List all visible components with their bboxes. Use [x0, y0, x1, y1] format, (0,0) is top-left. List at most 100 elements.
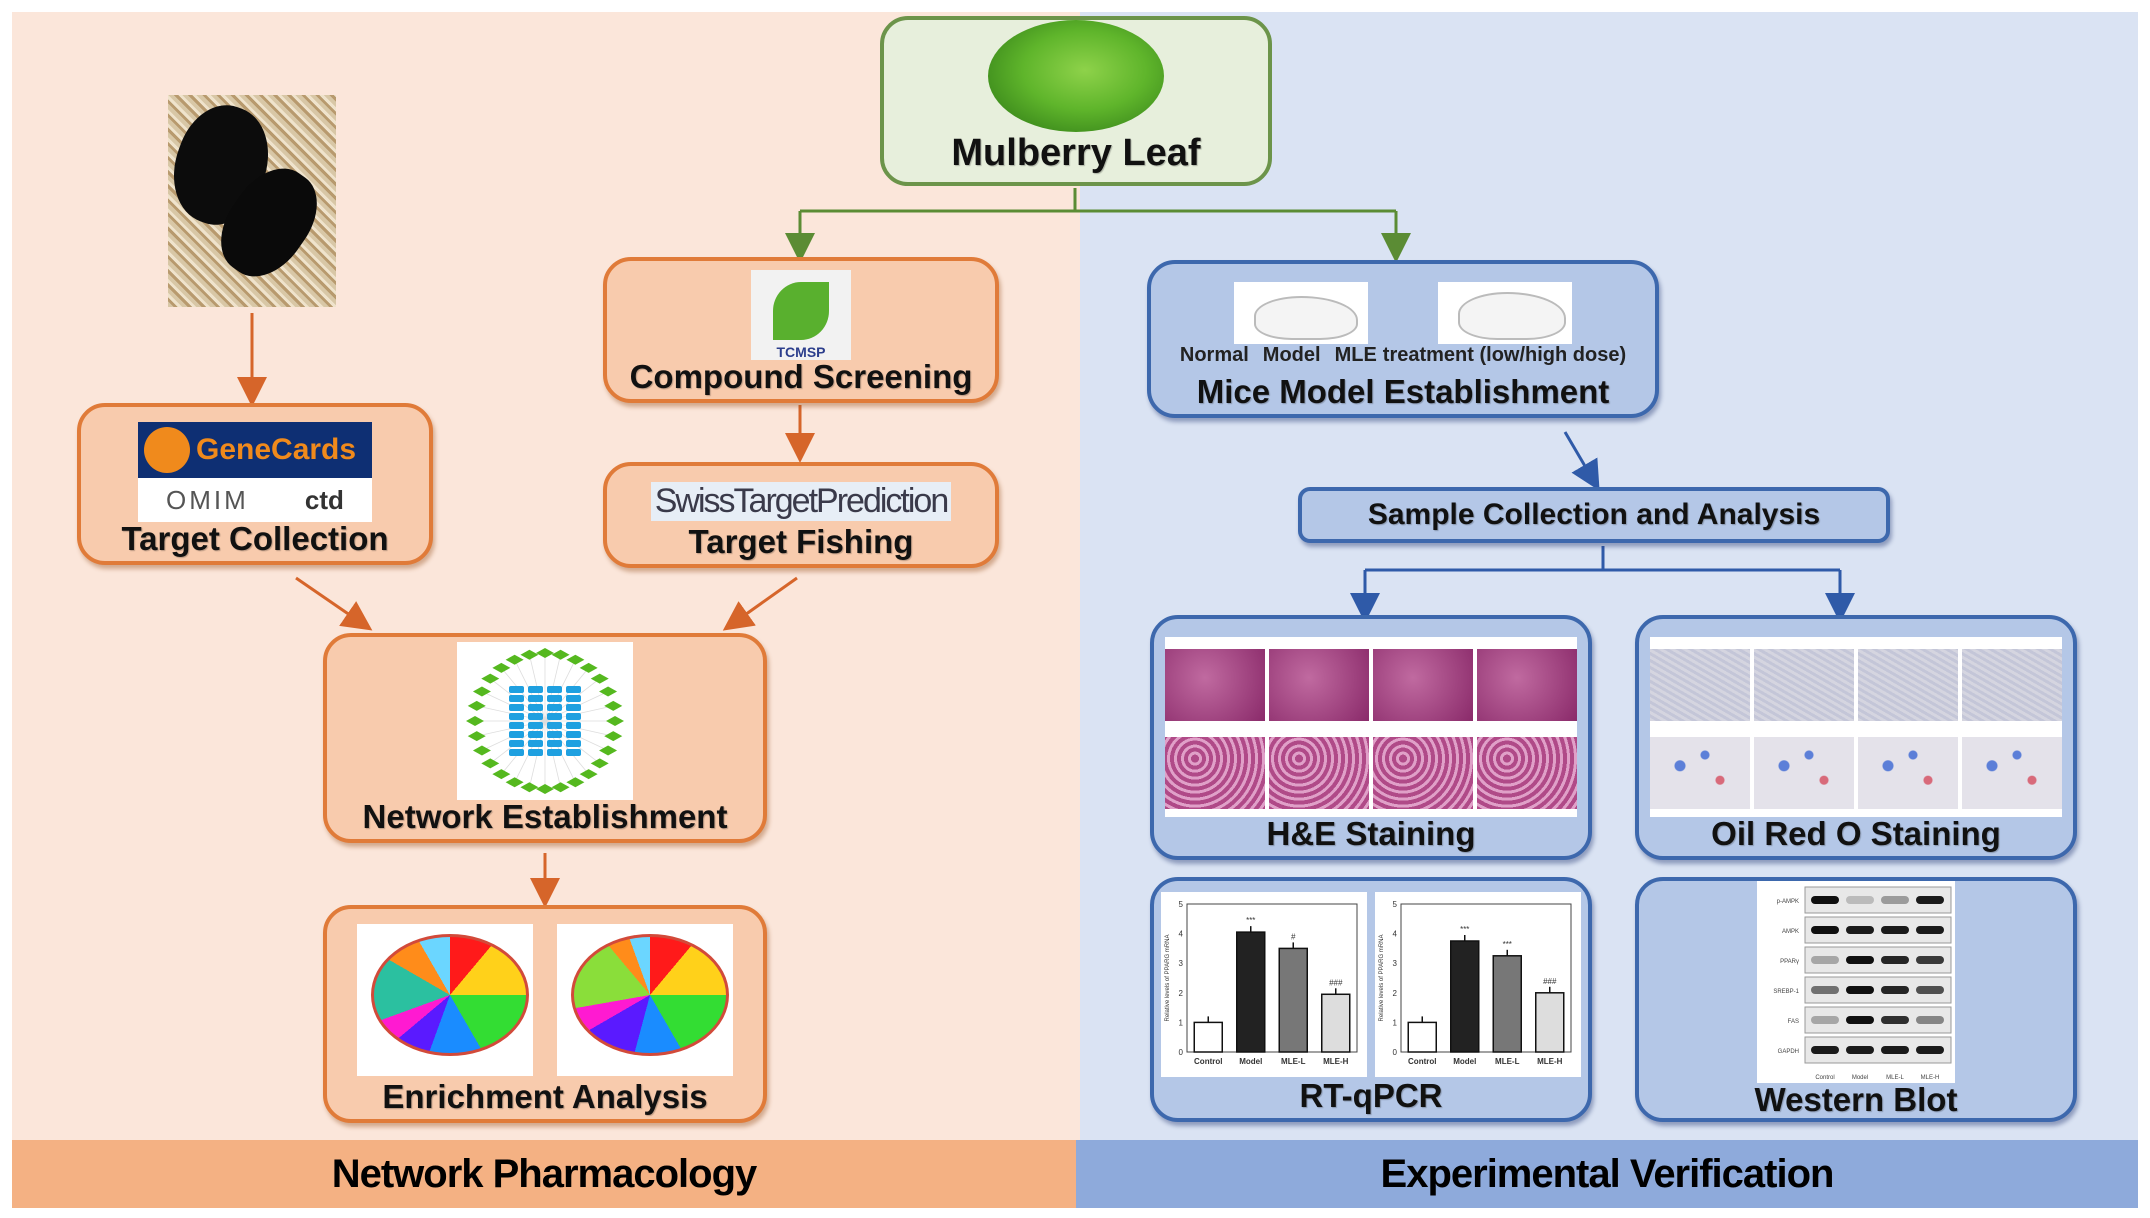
enrichment-analysis-label: Enrichment Analysis: [382, 1078, 708, 1115]
he-staining-label: H&E Staining: [1266, 815, 1476, 852]
y-tick-label: 4: [1179, 930, 1184, 939]
target-node: [509, 722, 524, 729]
tcmsp-logo: TCMSP: [751, 270, 851, 360]
plot-frame: [1400, 903, 1572, 1053]
blot-band: [1811, 1046, 1839, 1054]
blot-band: [1811, 956, 1839, 964]
target-node: [509, 695, 524, 702]
target-fishing-label: Target Fishing: [688, 523, 914, 560]
significance-label: ***: [1503, 940, 1512, 949]
root-title: Mulberry Leaf: [951, 132, 1201, 174]
target-node: [509, 686, 524, 693]
network-node: [599, 686, 618, 697]
x-tick-label: MLE-L: [1495, 1057, 1520, 1066]
target-node: [566, 713, 581, 720]
target-node: [566, 740, 581, 747]
target-node: [528, 686, 543, 693]
histology-tile: [1477, 649, 1577, 721]
network-node: [579, 769, 598, 780]
blot-band: [1881, 926, 1909, 934]
bar: [1450, 940, 1480, 1053]
blot-band: [1846, 896, 1874, 904]
y-tick-label: 0: [1179, 1048, 1184, 1057]
y-tick-label: 5: [1393, 900, 1398, 909]
blot-band: [1811, 896, 1839, 904]
target-node: [547, 713, 562, 720]
x-tick-label: MLE-L: [1281, 1057, 1306, 1066]
y-tick-label: 3: [1179, 959, 1184, 968]
western-blot-label: Western Blot: [1754, 1081, 1958, 1118]
protein-label: p-AMPK: [1777, 899, 1799, 905]
mulberry-leaf-image: [988, 20, 1164, 132]
protein-label: SREBP-1: [1773, 989, 1799, 995]
protein-label: AMPK: [1782, 929, 1799, 935]
bar: [1193, 1021, 1223, 1053]
target-node: [547, 695, 562, 702]
oil-red-o-node: Oil Red O Staining: [1635, 615, 2077, 860]
target-node: [528, 695, 543, 702]
y-tick-label: 2: [1393, 989, 1398, 998]
protein-label: GAPDH: [1778, 1049, 1799, 1055]
network-node: [467, 700, 486, 711]
oil-red-o-label: Oil Red O Staining: [1711, 815, 2001, 852]
blot-band: [1881, 986, 1909, 994]
histology-tile: [1858, 649, 1958, 721]
target-node: [566, 731, 581, 738]
network-node: [551, 782, 570, 793]
target-node: [547, 686, 562, 693]
histology-tile: [1477, 737, 1577, 809]
chord-diagram-2: [557, 924, 733, 1076]
mice-group-labels: Normal Model MLE treatment (low/high dos…: [1179, 344, 1627, 366]
mice-model-node: Normal Model MLE treatment (low/high dos…: [1147, 260, 1659, 418]
significance-label: #: [1291, 932, 1296, 941]
bar: [1407, 1021, 1437, 1053]
bar: [1278, 947, 1308, 1053]
white-mouse-image-2: [1438, 282, 1572, 344]
sample-collection-node: Sample Collection and Analysis: [1298, 487, 1890, 543]
compound-screening-label: Compound Screening: [629, 358, 973, 395]
network-node: [579, 662, 598, 673]
network-node: [505, 654, 524, 665]
network-node: [492, 662, 511, 673]
network-graph-image: [457, 642, 633, 800]
y-tick-label: 3: [1393, 959, 1398, 968]
histology-tile: [1165, 737, 1265, 809]
blot-band: [1846, 926, 1874, 934]
rt-qpcr-label: RT-qPCR: [1299, 1077, 1443, 1114]
compound-screening-node: TCMSP Compound Screening: [603, 257, 999, 403]
network-node: [599, 745, 618, 756]
white-mouse-image-1: [1234, 282, 1368, 344]
genecards-logo: GeneCards: [138, 422, 372, 478]
blot-band: [1916, 1016, 1944, 1024]
network-pharmacology-banner: Network Pharmacology: [12, 1140, 1076, 1208]
network-node: [590, 758, 609, 769]
network-node: [481, 758, 500, 769]
significance-label: ###: [1329, 978, 1343, 987]
blot-band: [1846, 956, 1874, 964]
x-tick-label: MLE-H: [1537, 1057, 1563, 1066]
blot-band: [1881, 956, 1909, 964]
histology-tile: [1858, 737, 1958, 809]
y-tick-label: 5: [1179, 900, 1184, 909]
lane-label: Control: [1815, 1075, 1834, 1081]
significance-label: ###: [1543, 977, 1557, 986]
network-establishment-label: Network Establishment: [362, 798, 728, 835]
histology-tile: [1165, 649, 1265, 721]
omim-ctd-logo: OMIM ctd: [138, 478, 372, 522]
target-node: [547, 722, 562, 729]
blot-band: [1916, 926, 1944, 934]
y-tick-label: 2: [1179, 989, 1184, 998]
target-node: [566, 749, 581, 756]
he-histology-panel: [1165, 637, 1577, 817]
histology-tile: [1373, 737, 1473, 809]
target-node: [509, 749, 524, 756]
blot-band: [1881, 896, 1909, 904]
target-node: [528, 740, 543, 747]
swisstargetprediction-logo: SwissTargetPrediction: [650, 482, 952, 521]
mice-model-label: Mice Model Establishment: [1196, 373, 1610, 410]
blot-band: [1846, 1046, 1874, 1054]
